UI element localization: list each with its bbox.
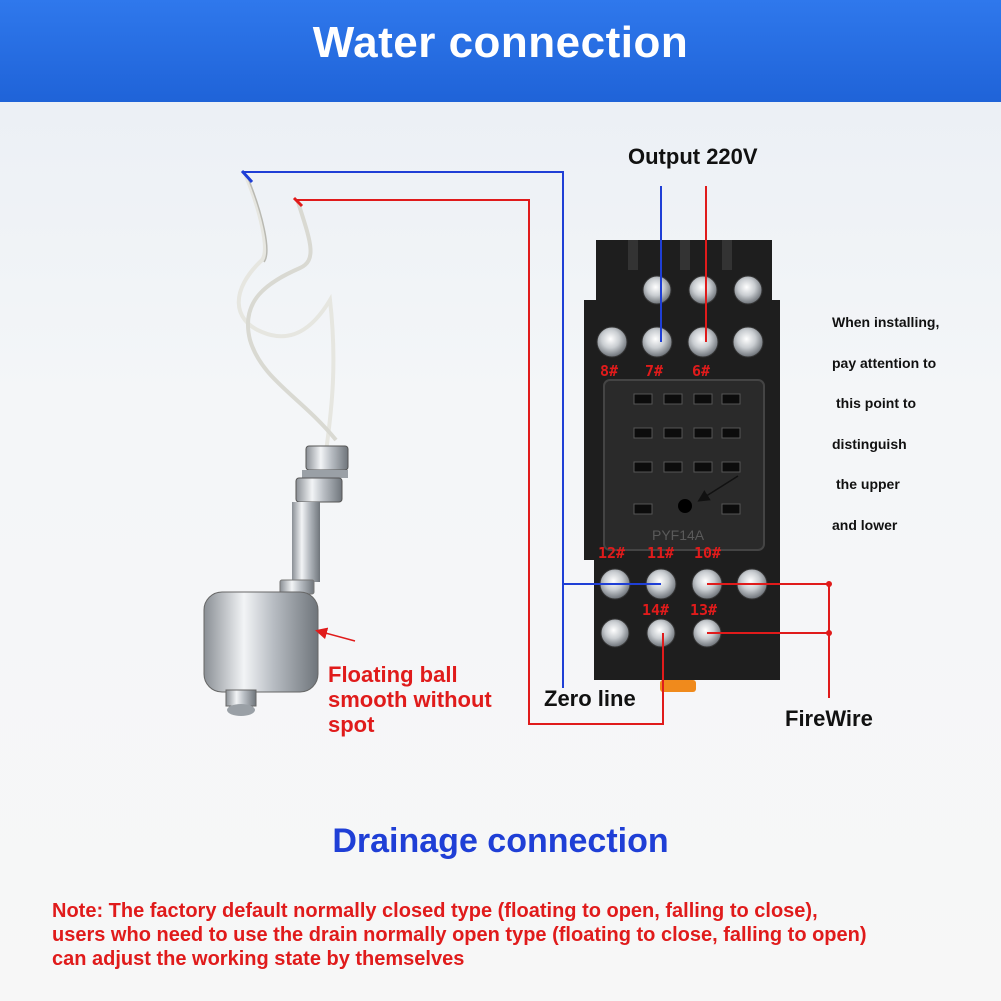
orientation-hole bbox=[678, 499, 692, 513]
floating-ball bbox=[203, 591, 319, 693]
terminal-7-label: 7# bbox=[645, 362, 664, 380]
nut-bottom bbox=[295, 477, 343, 503]
neutral-wire bbox=[244, 171, 661, 585]
top-screws bbox=[596, 275, 764, 358]
socket-marking: PYF14A bbox=[652, 527, 705, 543]
terminal-12-label: 12# bbox=[598, 544, 626, 562]
terminal-8-label: 8# bbox=[600, 362, 619, 380]
zero-line-label: Zero line bbox=[544, 686, 636, 711]
relay-socket: PYF14A bbox=[584, 240, 780, 692]
terminal-13-label: 13# bbox=[690, 601, 718, 619]
title-banner: Water connection bbox=[0, 0, 1001, 102]
sensor-wire-2 bbox=[246, 201, 338, 442]
nut-top bbox=[305, 445, 349, 471]
terminal-10-label: 10# bbox=[694, 544, 722, 562]
terminal-14-label: 14# bbox=[642, 601, 670, 619]
terminal-6-label: 6# bbox=[692, 362, 711, 380]
live-wire bbox=[296, 199, 664, 725]
output-220v-label: Output 220V bbox=[628, 144, 758, 169]
float-switch bbox=[203, 169, 356, 716]
firewire-label: FireWire bbox=[785, 706, 873, 731]
bottom-screws bbox=[599, 568, 768, 648]
page-title: Water connection bbox=[312, 18, 689, 67]
floating-ball-label: Floating ball smooth without spot bbox=[328, 662, 492, 737]
drainage-title: Drainage connection bbox=[332, 822, 669, 860]
factory-note: Note: The factory default normally close… bbox=[52, 900, 867, 970]
stem bbox=[292, 502, 320, 582]
sensor-wire-1 bbox=[236, 175, 336, 453]
terminal-11-label: 11# bbox=[647, 544, 675, 562]
install-note: When installing, pay attention to this p… bbox=[832, 314, 940, 533]
install-arrow bbox=[697, 475, 739, 502]
